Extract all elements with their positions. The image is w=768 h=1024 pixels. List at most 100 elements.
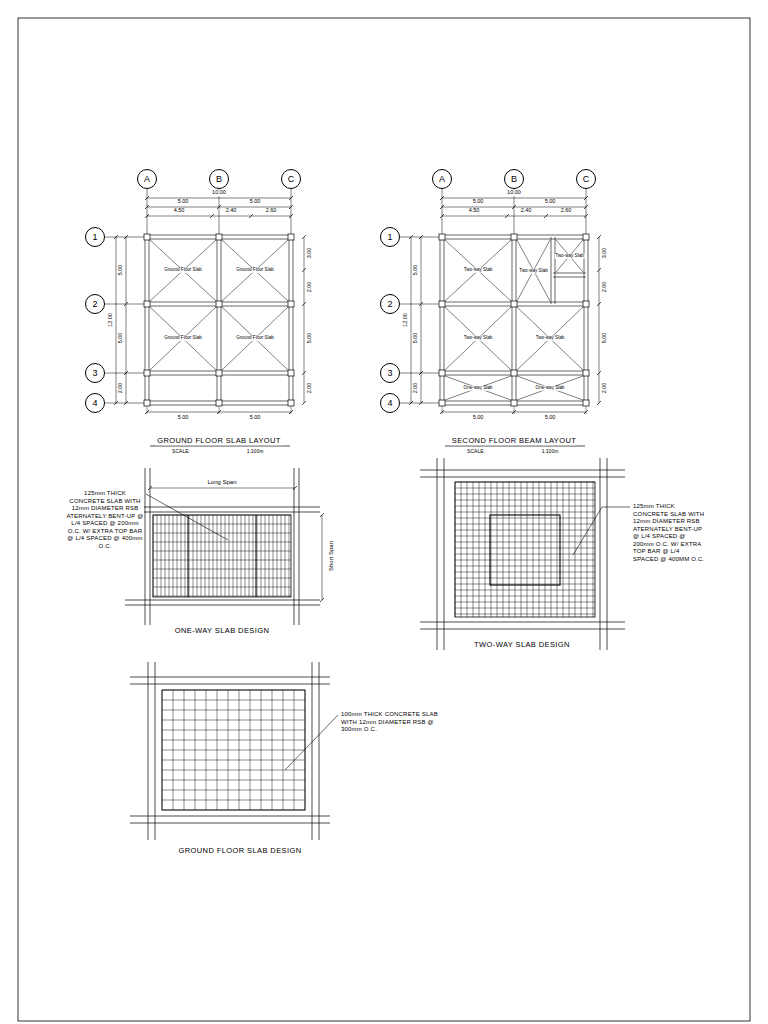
dimension-tick (584, 205, 588, 209)
slab-label: Ground Floor Slab (163, 268, 203, 273)
dimension-tick (440, 205, 444, 209)
beam-line (125, 600, 320, 601)
sheet-border (18, 18, 750, 1021)
dimension-line (126, 237, 127, 403)
rebar-line (455, 500, 595, 501)
beam-line (607, 458, 608, 650)
rebar-line (261, 515, 262, 597)
rebar-line (455, 566, 595, 567)
dimension-text: 5.00 (544, 415, 557, 421)
beam-line (420, 622, 625, 623)
extension-line (586, 406, 587, 414)
callout-note: 125mm THICK CONCRETE SLAB WITH 12mm DIAM… (66, 490, 144, 550)
dimension-tick (584, 196, 588, 200)
rebar-line (162, 790, 305, 791)
column-symbol (288, 301, 294, 307)
rebar-line (162, 780, 305, 781)
column-symbol (144, 301, 150, 307)
panel-diagonal (517, 307, 583, 370)
leader-line (573, 507, 602, 555)
panel-diagonal (150, 307, 216, 370)
panel-diagonal (445, 307, 511, 370)
rebar-line (209, 515, 210, 597)
extension-line (514, 406, 515, 414)
rebar-line (162, 800, 305, 801)
dimension-tick (124, 302, 128, 306)
span-label: Long Span (206, 479, 237, 485)
beam-line (512, 234, 513, 406)
dimension-text: 5.00 (118, 332, 124, 345)
dimension-tick (293, 486, 297, 490)
scale-note: 1:100m (246, 449, 265, 454)
dimension-text: 12.00 (403, 312, 409, 328)
rebar-line (455, 488, 595, 489)
slab-label: Two-way Slab (463, 336, 494, 341)
rebar-line (539, 482, 540, 617)
dimension-text: 2.60 (560, 208, 573, 214)
rebar-line (197, 515, 198, 597)
column-symbol (288, 370, 294, 376)
rebar-line (533, 482, 534, 617)
grid-bubble: 3 (380, 363, 400, 383)
dimension-tick (544, 214, 548, 218)
grid-label: B (216, 175, 222, 184)
leader-line (146, 494, 228, 540)
grid-bubble: 4 (85, 393, 105, 413)
rebar-line (233, 515, 234, 597)
slab-label: Ground Floor Slab (235, 336, 275, 341)
rebar-line (189, 515, 190, 597)
beam-line (155, 662, 156, 840)
dimension-text: 2.00 (307, 382, 313, 395)
dimension-tick (124, 371, 128, 375)
column-symbol (216, 400, 222, 406)
rebar-line (153, 542, 291, 543)
dimension-tick (440, 214, 444, 218)
column-symbol (288, 234, 294, 240)
rebar-line (455, 524, 595, 525)
dimension-text: 5.00 (413, 264, 419, 277)
column-symbol (583, 301, 589, 307)
grid-label: 4 (92, 399, 97, 408)
rebar-line (455, 518, 595, 519)
panel-diagonal (517, 240, 550, 301)
rebar-line (521, 482, 522, 617)
grid-line (400, 304, 439, 305)
scale-note: SCALE: (171, 449, 191, 454)
callout-note: 125mm THICK CONCRETE SLAB WITH 12mm DIAM… (633, 503, 705, 563)
column-symbol (511, 370, 517, 376)
grid-label: 3 (92, 369, 97, 378)
dimension-line (442, 216, 586, 217)
column-symbol (288, 400, 294, 406)
beam-line (150, 468, 151, 625)
view-title: GROUND FLOOR SLAB DESIGN (178, 847, 303, 855)
rebar-line (455, 536, 595, 537)
beam-line (420, 629, 625, 630)
grid-label: C (288, 175, 295, 184)
beam-line (600, 458, 601, 650)
panel-diagonal (517, 307, 583, 370)
rebar-line (201, 515, 202, 597)
beam-line (289, 234, 290, 406)
dimension-line (322, 515, 323, 600)
rebar-line (455, 584, 595, 585)
rebar-line (162, 740, 305, 741)
rebar-line (157, 515, 158, 597)
dimension-text: 5.00 (118, 264, 124, 277)
dimension-text: 2.00 (602, 382, 608, 395)
rebar-line (181, 515, 182, 597)
panel-diagonal (445, 240, 511, 301)
grid-label: 1 (92, 233, 97, 242)
rebar-line (169, 515, 170, 597)
dimension-tick (289, 214, 293, 218)
dimension-tick (302, 401, 306, 405)
grid-bubble: 3 (85, 363, 105, 383)
dimension-tick (597, 268, 601, 272)
grid-bubble: A (137, 169, 157, 189)
dimension-line (150, 488, 295, 489)
grid-line (400, 403, 439, 404)
rebar-line (551, 482, 552, 617)
grid-line (400, 237, 439, 238)
rebar-line (455, 506, 595, 507)
rebar-line (455, 542, 595, 543)
grid-bubble: B (504, 169, 524, 189)
